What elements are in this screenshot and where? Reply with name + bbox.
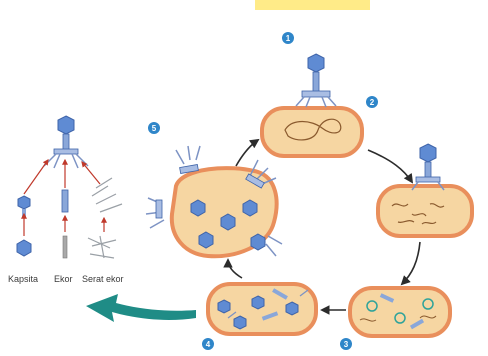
step-badge-4: 4 [202,338,214,350]
cell-stage-5 [208,284,316,334]
arrow-2-to-3 [368,150,412,182]
step-badge-5: 5 [148,122,160,134]
arrow-lysis-to-2 [236,140,258,166]
svg-text:5: 5 [152,124,157,133]
arrow-3-to-4 [402,242,420,284]
cell-stage-4 [350,288,450,336]
svg-text:2: 2 [370,98,375,107]
step-badge-2: 2 [366,96,378,108]
top-highlight [255,0,370,10]
label-tail: Ekor [54,274,73,284]
cell-stage-2 [262,108,362,156]
label-tail-fibers: Serat ekor [82,274,124,284]
cell-lysis [146,146,282,256]
svg-text:4: 4 [206,340,211,349]
label-head: Kapsita [8,274,38,284]
bacteriophage-injecting [412,144,444,190]
arrow-5-to-lysis [228,260,242,278]
step-badge-3: 3 [340,338,352,350]
cell-stage-3 [378,186,472,236]
step-badge-1: 1 [282,32,294,44]
svg-text:3: 3 [344,340,349,349]
bacteriophage-attached [296,54,336,107]
svg-text:1: 1 [286,34,291,43]
assembly-diagram: Kapsita Ekor Serat ekor [8,116,124,284]
release-arrow [86,294,196,322]
